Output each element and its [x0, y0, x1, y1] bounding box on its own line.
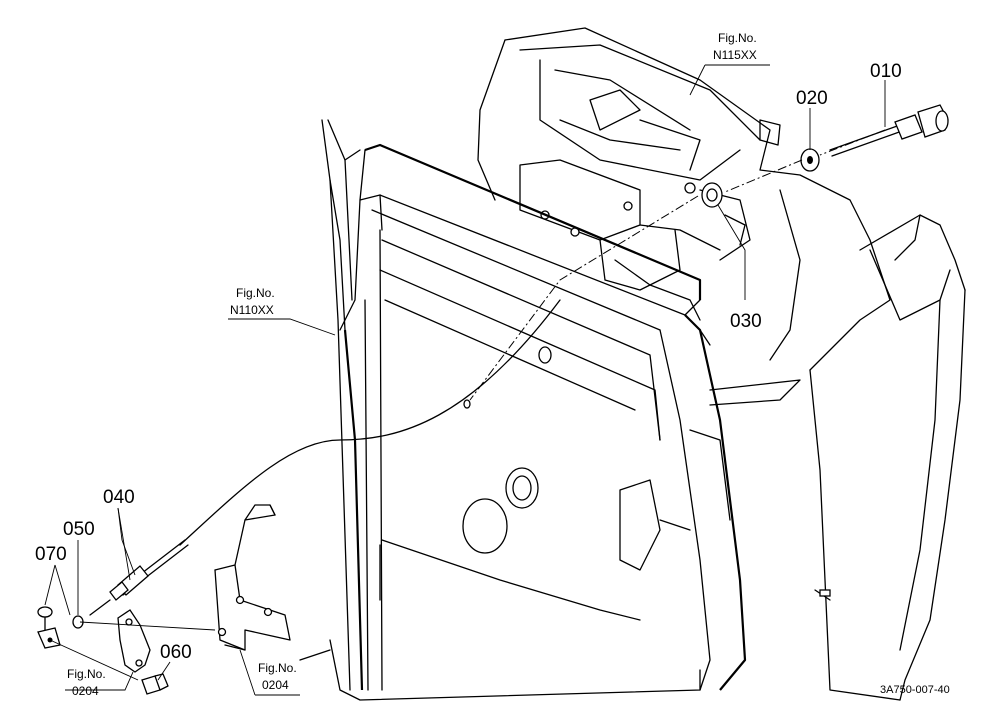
part-070	[37, 606, 61, 649]
left-side-panel	[321, 119, 361, 691]
fig-ref-n115-label: Fig.No.	[718, 31, 757, 45]
leader-lines	[44, 64, 886, 696]
cable-clip-plate	[117, 609, 151, 673]
right-cowl-panel	[809, 214, 966, 701]
callout-010: 010	[870, 61, 902, 82]
part-060-bolt	[141, 673, 169, 695]
part-020-washer	[800, 148, 820, 172]
mounting-plate	[519, 159, 721, 321]
callout-050: 050	[63, 519, 95, 540]
front-frame	[299, 143, 801, 701]
fig-ref-clip-number: 0204	[72, 684, 99, 698]
callout-020: 020	[796, 88, 828, 109]
fig-ref-bracket-number: 0204	[262, 678, 289, 692]
callout-030: 030	[730, 311, 762, 332]
fig-ref-bracket-label: Fig.No.	[258, 661, 297, 675]
fig-ref-n110-number: N110XX	[230, 303, 274, 317]
part-030-nut	[701, 182, 723, 208]
cable-040	[89, 299, 561, 616]
part-010-cable-end	[829, 104, 949, 157]
callout-040: 040	[103, 487, 135, 508]
fig-ref-n110-label: Fig.No.	[236, 286, 275, 300]
callout-070: 070	[35, 544, 67, 565]
drawing-code: 3A750-007-40	[880, 684, 950, 696]
cable-bracket	[214, 504, 291, 651]
assembly-centerlines	[49, 129, 886, 681]
fig-ref-n115-number: N115XX	[713, 48, 757, 62]
rear-dash-panel	[477, 27, 891, 371]
fig-ref-clip-label: Fig.No.	[67, 667, 106, 681]
callout-060: 060	[160, 642, 192, 663]
